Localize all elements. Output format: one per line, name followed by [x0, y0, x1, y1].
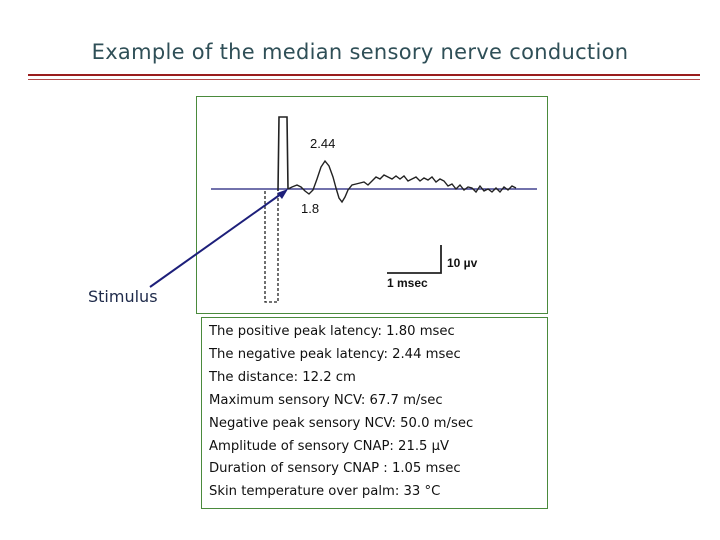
- title-divider: [28, 74, 700, 76]
- title-divider-thin: [28, 79, 700, 80]
- stimulus-spike: [277, 116, 289, 192]
- trough-latency-label: 1.8: [301, 201, 319, 216]
- slide-title: Example of the median sensory nerve cond…: [91, 40, 629, 64]
- stimulus-label: Stimulus: [88, 287, 158, 306]
- result-line: The distance: 12.2 cm: [209, 369, 356, 385]
- result-line: The negative peak latency: 2.44 msec: [209, 346, 461, 362]
- stimulus-artifact: [264, 191, 279, 303]
- result-line: Negative peak sensory NCV: 50.0 m/sec: [209, 415, 474, 431]
- calibration-bar: [387, 245, 442, 274]
- result-line: Skin temperature over palm: 33 °C: [209, 484, 441, 500]
- waveform-trace: 2.44 1.8 10 µv 1 msec: [211, 116, 537, 303]
- result-line: The positive peak latency: 1.80 msec: [209, 324, 455, 339]
- voltage-scale-label: 10 µv: [447, 256, 478, 270]
- waveform-panel: 2.44 1.8 10 µv 1 msec: [196, 96, 548, 314]
- peak-latency-label: 2.44: [310, 136, 335, 151]
- result-line: Amplitude of sensory CNAP: 21.5 µV: [209, 438, 450, 454]
- results-box: The positive peak latency: 1.80 msec The…: [201, 317, 548, 509]
- time-scale-label: 1 msec: [387, 276, 428, 290]
- result-line: Maximum sensory NCV: 67.7 m/sec: [209, 392, 443, 408]
- result-line: Duration of sensory CNAP : 1.05 msec: [209, 461, 461, 477]
- cnap-waveform: [287, 159, 517, 204]
